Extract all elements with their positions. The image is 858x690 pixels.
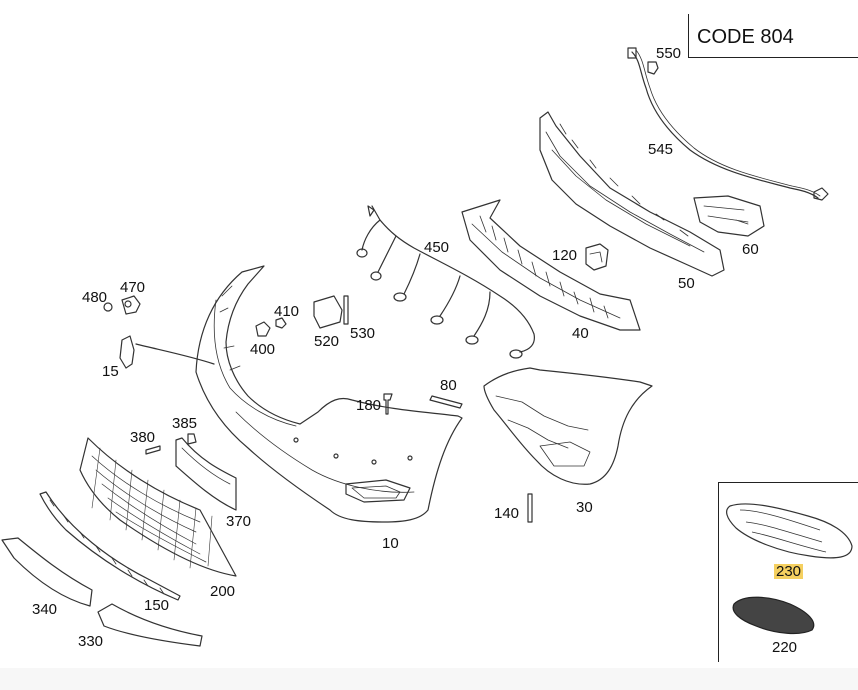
clip-550	[647, 61, 659, 75]
plate-holder-370	[175, 437, 237, 511]
ring-480	[103, 302, 113, 312]
bracket-60	[693, 195, 765, 237]
label-180: 180	[356, 397, 382, 414]
footer-strip	[0, 668, 858, 690]
label-80: 80	[440, 377, 457, 394]
label-40: 40	[572, 325, 589, 342]
trim-340	[1, 537, 93, 607]
label-15: 15	[102, 363, 119, 380]
label-530: 530	[350, 325, 376, 342]
clip-385	[187, 433, 197, 445]
clip-530	[343, 295, 349, 325]
impact-bar-50	[539, 111, 725, 277]
cable-545-inner	[635, 49, 821, 197]
module-520	[313, 295, 343, 329]
label-380: 380	[130, 429, 156, 446]
label-545: 545	[648, 141, 674, 158]
trim-80	[429, 395, 463, 409]
part-120	[585, 243, 609, 271]
label-340: 340	[32, 601, 58, 618]
label-60: 60	[742, 241, 759, 258]
code-804-label: CODE 804	[697, 26, 794, 48]
screw-180	[383, 393, 393, 415]
bolt-140	[527, 493, 533, 523]
label-140: 140	[494, 505, 520, 522]
grille-200	[79, 437, 237, 577]
label-220: 220	[772, 639, 798, 656]
inset-frame	[718, 482, 858, 662]
label-385: 385	[172, 415, 198, 432]
label-200: 200	[210, 583, 236, 600]
fastener-410	[275, 317, 287, 329]
bracket-15	[119, 335, 135, 369]
screw-380	[145, 445, 161, 455]
label-520: 520	[314, 333, 340, 350]
label-230-highlighted: 230	[774, 563, 804, 580]
cable-545	[631, 51, 819, 199]
label-330: 330	[78, 633, 104, 650]
sensor-470	[121, 295, 141, 315]
label-150: 150	[144, 597, 170, 614]
label-30: 30	[576, 499, 593, 516]
label-470: 470	[120, 279, 146, 296]
label-480: 480	[82, 289, 108, 306]
grille-insert-220	[732, 596, 815, 635]
bumper-cover-10	[195, 265, 463, 523]
reinforcement-40	[461, 199, 641, 331]
label-400: 400	[250, 341, 276, 358]
label-120: 120	[552, 247, 578, 264]
label-410: 410	[274, 303, 300, 320]
label-10: 10	[382, 535, 399, 552]
label-370: 370	[226, 513, 252, 530]
label-550: 550	[656, 45, 682, 62]
label-50: 50	[678, 275, 695, 292]
trim-330	[97, 603, 203, 647]
fastener-400	[255, 321, 271, 337]
harness-450	[371, 205, 535, 353]
code-804-box: CODE 804	[688, 14, 858, 58]
label-450: 450	[424, 239, 450, 256]
molding-150	[39, 491, 181, 601]
cover-230	[726, 503, 853, 559]
side-cover-30	[483, 367, 653, 485]
